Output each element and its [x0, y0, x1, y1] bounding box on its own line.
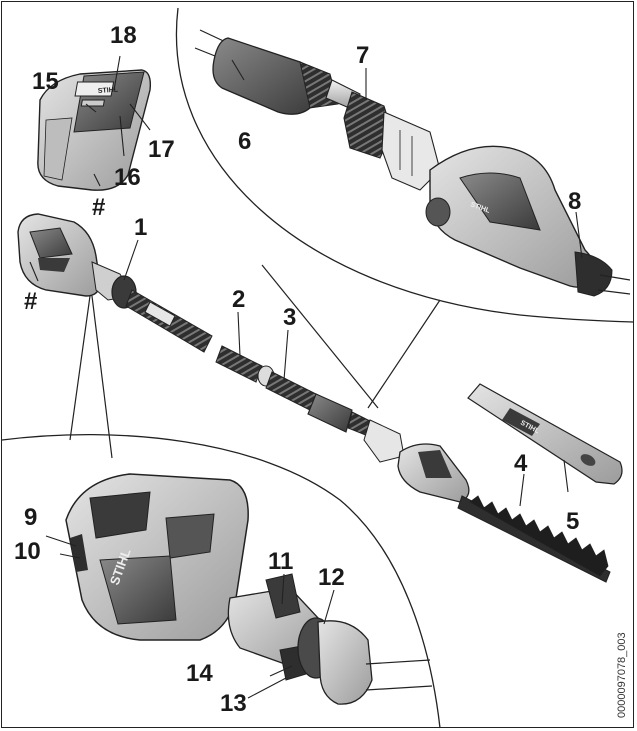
detail-pointer-bottom-right — [91, 295, 113, 459]
callout-13: 13 — [220, 690, 247, 717]
callout-11: 11 — [268, 548, 294, 575]
detail-pointer-top-right — [367, 299, 441, 409]
callout-15: 15 — [32, 68, 59, 95]
detail-lens-top — [175, 7, 634, 323]
callout-8: 8 — [568, 188, 582, 215]
shaft-segment-1 — [125, 289, 213, 353]
gearbox-main — [397, 443, 470, 503]
gearbox-housing — [425, 145, 597, 288]
shaft-grip-top — [212, 37, 339, 115]
cutter-blade — [457, 495, 611, 583]
callout-hash-battery: # — [92, 194, 106, 221]
detail-lens-bottom — [1, 434, 441, 729]
callout-2: 2 — [232, 286, 246, 313]
callout-10: 10 — [14, 538, 41, 565]
blade-mount-top — [574, 251, 631, 297]
callout-16: 16 — [114, 164, 141, 191]
callout-12: 12 — [318, 564, 345, 591]
shaft-connector — [307, 393, 373, 437]
callout-hash-handle: # — [24, 288, 38, 315]
shaft-joint-main — [363, 419, 405, 463]
callout-9: 9 — [24, 504, 38, 531]
callout-1: 1 — [134, 214, 148, 241]
callout-18: 18 — [110, 22, 137, 49]
callout-4: 4 — [514, 450, 528, 477]
callout-5: 5 — [566, 508, 580, 535]
document-id: 0000097078_003 — [616, 632, 628, 718]
callout-3: 3 — [283, 304, 297, 331]
shaft-coupling-detail — [317, 620, 433, 705]
detail-pointer-bottom-left — [69, 295, 91, 441]
detail-pointer-top-left — [261, 264, 379, 409]
handle-housing-detail — [65, 473, 249, 641]
leader-lines — [29, 55, 583, 699]
rear-handle-detail — [227, 573, 323, 681]
callout-6: 6 — [238, 128, 252, 155]
angle-adjust-joint — [343, 91, 441, 191]
shaft-segment-2 — [215, 345, 275, 387]
callout-7: 7 — [356, 42, 370, 69]
callout-14: 14 — [186, 660, 213, 687]
brand-mark-battery: STIHL — [98, 87, 119, 95]
blade-guard — [467, 383, 623, 485]
handle-housing — [17, 213, 101, 297]
callout-17: 17 — [148, 136, 175, 163]
battery-pack — [37, 69, 152, 191]
